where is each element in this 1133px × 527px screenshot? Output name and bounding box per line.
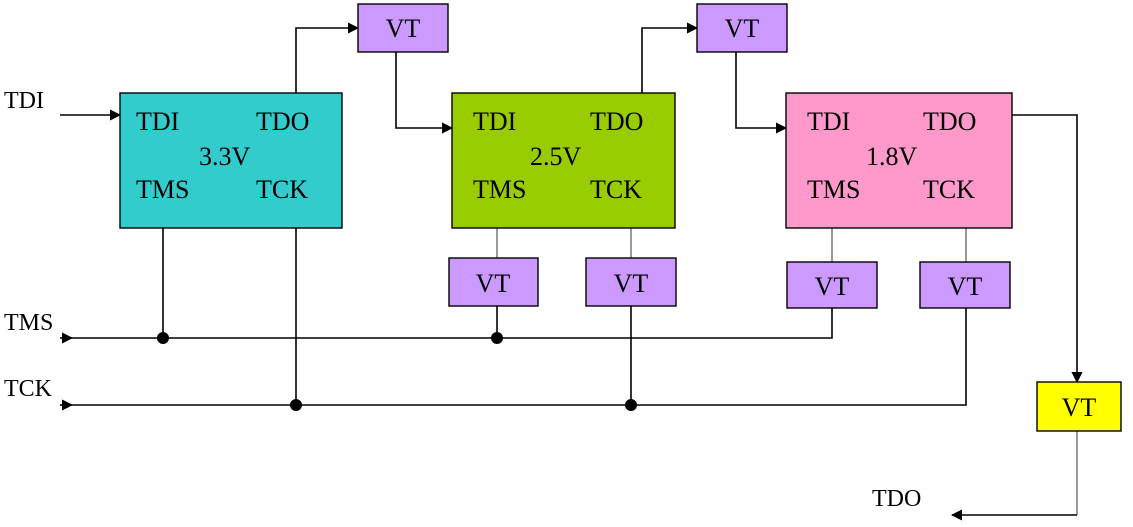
chip-1v8-body: [785, 92, 1013, 229]
tck-junction-chip1: [290, 399, 302, 411]
wires: [60, 22, 1083, 521]
vt-chip2-tck-label: VT: [614, 269, 649, 298]
vt-tdo-output-label: VT: [1062, 393, 1097, 422]
chip3-tdo-wire: [1012, 114, 1083, 384]
vt-tdo-2-to-3-box: [696, 3, 788, 53]
vt-chip2-tms-label: VT: [476, 269, 511, 298]
tck-input-label: TCK: [4, 376, 53, 402]
vt-tdo-1-to-2: VT: [357, 3, 449, 53]
chip-2v5-tms-pin: TMS: [473, 175, 526, 204]
vt-chip3-tms: VT: [786, 261, 878, 309]
vt-tdo-1-to-2-label: VT: [386, 14, 421, 43]
chip-1v8-tck-pin: TCK: [923, 175, 975, 204]
vt-tdo-1-to-2-box: [357, 3, 449, 53]
chip-3v3-tms-pin: TMS: [136, 175, 189, 204]
voltage-translators: VT VT VT VT VT VT VT: [357, 3, 1122, 432]
tms-input-label: TMS: [4, 310, 53, 336]
tck-junction-chip2: [625, 399, 637, 411]
chip-2v5-voltage: 2.5V: [530, 142, 582, 171]
tdi-input-label: TDI: [4, 88, 44, 114]
tms-junction-chip1: [157, 332, 169, 344]
chip-1v8: TDI TDO 1.8V TMS TCK: [785, 92, 1013, 229]
tck-bus-wire: [72, 308, 967, 406]
chip1-tdo-wire: [295, 22, 360, 93]
chip-2v5-tdi-pin: TDI: [473, 107, 516, 136]
chip-1v8-tdo-pin: TDO: [923, 107, 976, 136]
vt-chip2-tms: VT: [448, 257, 539, 307]
vt-chip3-tck: VT: [919, 261, 1011, 309]
vt-chip2-tck: VT: [585, 257, 677, 307]
chip3-tdi-wire: [735, 52, 788, 134]
chip-3v3: TDI TDO 3.3V TMS TCK: [119, 92, 343, 229]
vt-tdo-output-box: [1036, 381, 1122, 432]
vt-chip3-tms-label: VT: [815, 272, 850, 301]
chip-2v5-tdo-pin: TDO: [590, 107, 643, 136]
chip-2v5-body: [451, 92, 676, 229]
chip-3v3-body: [119, 92, 343, 229]
chip-3v3-voltage: 3.3V: [199, 142, 251, 171]
chip-1v8-tms-pin: TMS: [807, 175, 860, 204]
tdo-output-label: TDO: [872, 486, 921, 512]
vt-chip2-tms-box: [448, 257, 539, 307]
external-labels: TDI TMS TCK TDO: [4, 88, 921, 512]
vt-chip2-tck-box: [585, 257, 677, 307]
chip-3v3-tdi-pin: TDI: [136, 107, 179, 136]
vt-tdo-2-to-3-label: VT: [725, 14, 760, 43]
chip-1v8-voltage: 1.8V: [866, 142, 918, 171]
vt-tdo-output: VT: [1036, 381, 1122, 432]
chip-3v3-tck-pin: TCK: [256, 175, 308, 204]
vt-chip3-tms-box: [786, 261, 878, 309]
vt-chip3-tck-label: VT: [948, 272, 983, 301]
tms-bus-wire: [72, 308, 833, 339]
chip2-tdo-wire: [641, 22, 699, 93]
chip-2v5: TDI TDO 2.5V TMS TCK: [451, 92, 676, 229]
chip-3v3-tdo-pin: TDO: [256, 107, 309, 136]
tms-junction-chip2: [491, 332, 503, 344]
vt-chip3-tck-box: [919, 261, 1011, 309]
chip-2v5-tck-pin: TCK: [590, 175, 642, 204]
vt-tdo-2-to-3: VT: [696, 3, 788, 53]
chip-1v8-tdi-pin: TDI: [807, 107, 850, 136]
chip2-tdi-wire: [395, 52, 454, 134]
